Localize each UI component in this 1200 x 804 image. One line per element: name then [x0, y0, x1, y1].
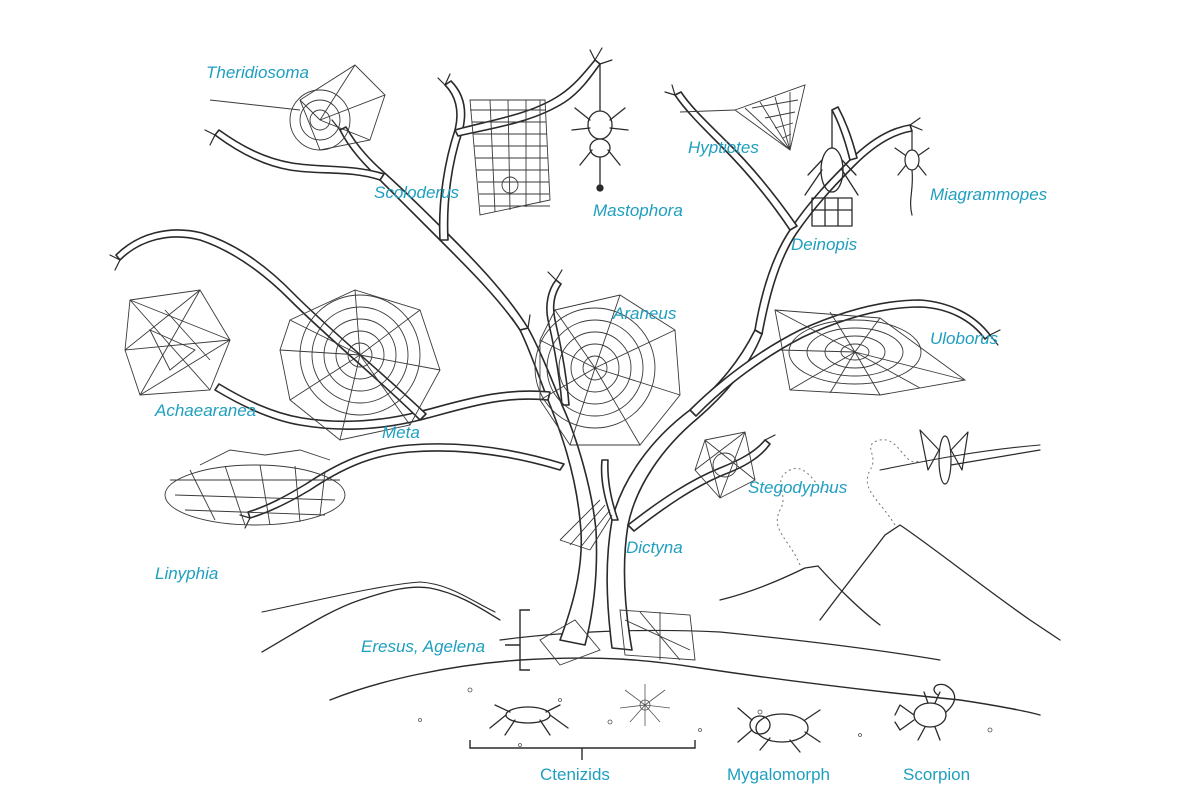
- pebbles: [418, 687, 993, 747]
- ground-line: [499, 629, 941, 661]
- landscape: [261, 439, 1061, 747]
- deinopis-spider: [804, 109, 859, 227]
- label-mastophora: Mastophora: [593, 201, 683, 220]
- branch-to-scoloderus: [438, 80, 466, 241]
- ctenizid-trapdoor-spider: [489, 704, 569, 736]
- label-linyphia: Linyphia: [155, 564, 218, 583]
- mygalomorph-spider: [737, 707, 821, 753]
- label-scorpion: Scorpion: [903, 765, 970, 784]
- branch-to-mastophora: [454, 59, 601, 137]
- label-hyptiotes: Hyptiotes: [688, 138, 759, 157]
- branch-to-uloborus: [689, 299, 991, 417]
- label-ctenizids: Ctenizids: [540, 765, 610, 784]
- label-mygalomorph: Mygalomorph: [727, 765, 830, 784]
- hyptiotes-web: [679, 84, 806, 151]
- theridiosoma-web: [209, 64, 386, 151]
- label-meta: Meta: [382, 423, 420, 442]
- branch-to-achaearanea: [115, 229, 427, 421]
- eresus-agelena-bracket: [505, 609, 530, 671]
- mastophora-spider: [571, 63, 629, 192]
- agelena-funnel-webs: [539, 609, 696, 666]
- label-deinopis: Deinopis: [791, 235, 858, 254]
- foreground-mound: [329, 657, 1041, 716]
- branch-lower-left: [247, 443, 565, 519]
- branch-to-stegodyphus: [627, 439, 771, 532]
- achaearanea-web: [124, 289, 231, 396]
- scorpion: [894, 683, 956, 741]
- label-achaearanea: Achaearanea: [154, 401, 256, 420]
- linyphia-web: [164, 449, 346, 526]
- label-eresus-agelena: Eresus, Agelena: [361, 637, 485, 656]
- branch-upper-left: [339, 126, 529, 331]
- branch-to-deinopis: [831, 106, 858, 161]
- label-dictyna: Dictyna: [626, 538, 683, 557]
- miagrammopes-spider: [894, 130, 930, 216]
- label-araneus: Araneus: [612, 304, 677, 323]
- label-stegodyphus: Stegodyphus: [748, 478, 848, 497]
- stegodyphus-web: [694, 431, 756, 499]
- creatures: [489, 63, 1041, 753]
- branch-to-hyptiotes: [674, 91, 798, 231]
- label-scoloderus: Scoloderus: [374, 183, 460, 202]
- volcano-large: [819, 524, 1061, 641]
- volcano-smoke-right: [866, 439, 921, 526]
- label-theridiosoma: Theridiosoma: [206, 63, 309, 82]
- left-hill: [261, 586, 501, 653]
- meta-web: [279, 289, 441, 441]
- branch-to-araneus: [546, 279, 570, 406]
- label-miagrammopes: Miagrammopes: [930, 185, 1048, 204]
- ctenizid-burrow: [619, 684, 671, 726]
- ctenizids-bracket: [469, 740, 696, 760]
- volcano-small: [719, 565, 881, 626]
- distant-ridge-right: [879, 444, 1041, 471]
- araneus-web: [534, 294, 681, 446]
- branch-to-dictyna: [600, 459, 619, 521]
- label-uloborus: Uloborus: [930, 329, 999, 348]
- labels: Theridiosoma Scoloderus Mastophora Hypti…: [154, 63, 1048, 784]
- branch-to-theridiosoma: [214, 129, 385, 181]
- twigs: [109, 47, 1001, 529]
- dictyna-web: [559, 499, 613, 551]
- distant-hill-left: [261, 581, 496, 613]
- brackets: [469, 609, 696, 760]
- scoloderus-web: [469, 99, 551, 216]
- webs: [124, 64, 967, 666]
- moth-insect: [919, 429, 1041, 485]
- uloborus-web: [774, 309, 967, 396]
- phylogenetic-tree: [109, 47, 1001, 651]
